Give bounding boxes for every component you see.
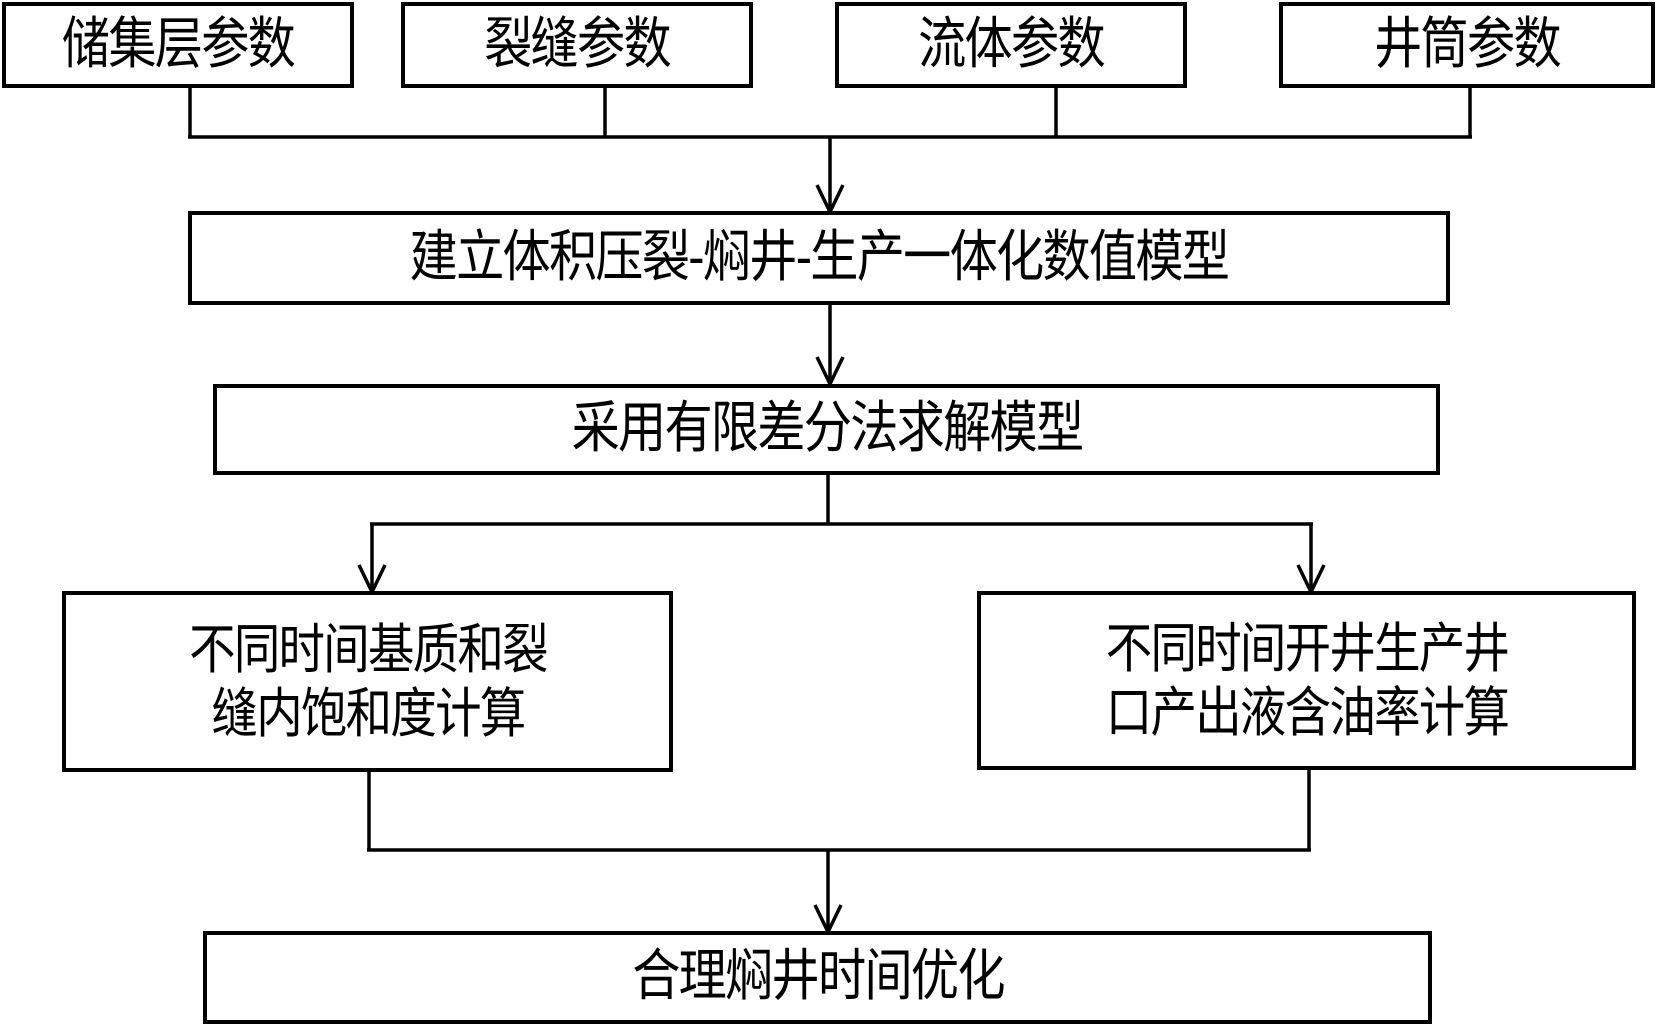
label-wellbore-params: 井筒参数 [1374, 11, 1561, 77]
label-optimize-soak-time: 合理焖井时间优化 [631, 944, 1005, 1010]
box-saturation-calc: 不同时间基质和裂 缝内饱和度计算 [62, 591, 673, 772]
label-solve-model: 采用有限差分法求解模型 [571, 396, 1084, 462]
box-reservoir-params: 储集层参数 [2, 2, 354, 88]
label-fracture-params: 裂缝参数 [484, 11, 671, 77]
box-fluid-params: 流体参数 [835, 2, 1187, 88]
box-optimize-soak-time: 合理焖井时间优化 [203, 931, 1432, 1024]
box-solve-model: 采用有限差分法求解模型 [213, 384, 1440, 475]
label-saturation-calc: 不同时间基质和裂 缝内饱和度计算 [188, 617, 548, 745]
label-fluid-params: 流体参数 [918, 11, 1105, 77]
label-build-model: 建立体积压裂-焖井-生产一体化数值模型 [409, 224, 1230, 290]
label-oil-cut-calc: 不同时间开井生产井 口产出液含油率计算 [1105, 616, 1509, 744]
box-wellbore-params: 井筒参数 [1279, 2, 1655, 88]
box-fracture-params: 裂缝参数 [401, 2, 753, 88]
box-oil-cut-calc: 不同时间开井生产井 口产出液含油率计算 [977, 591, 1636, 770]
label-reservoir-params: 储集层参数 [61, 11, 296, 77]
box-build-model: 建立体积压裂-焖井-生产一体化数值模型 [188, 211, 1450, 305]
